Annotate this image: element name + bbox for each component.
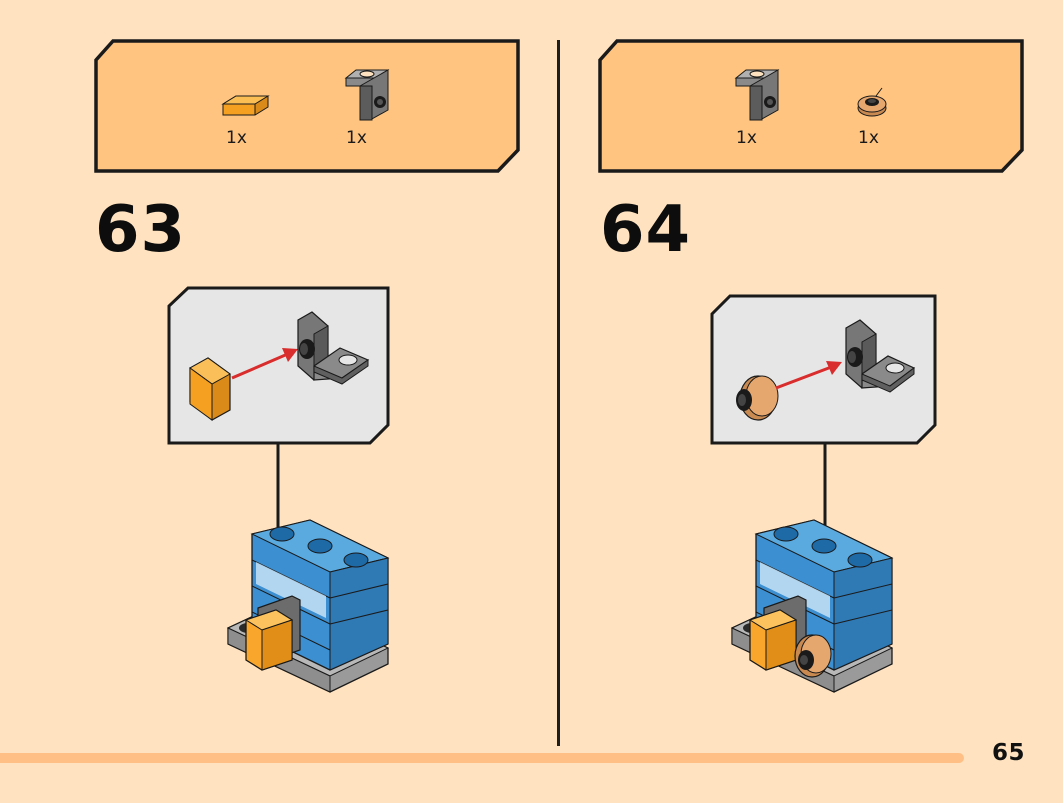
part-quantity: 1x [346,128,367,148]
page-divider [557,40,560,746]
page-number: 65 [992,740,1026,766]
part-quantity: 1x [858,128,879,148]
part-quantity: 1x [736,128,757,148]
progress-bar [0,753,964,763]
step-number: 63 [95,193,187,267]
part-quantity: 1x [226,128,247,148]
step-number: 64 [600,193,692,267]
